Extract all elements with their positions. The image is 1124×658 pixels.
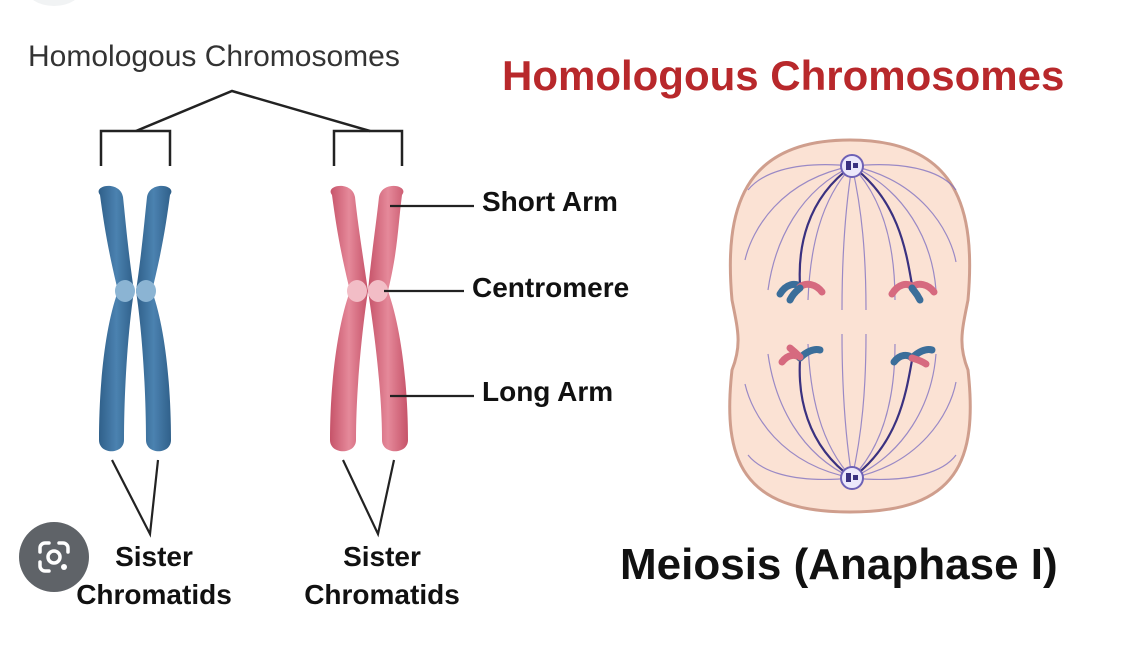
label-centromere: Centromere (472, 272, 630, 303)
google-lens-button[interactable] (19, 522, 89, 592)
pink-chromosome (330, 185, 408, 452)
title-right: Homologous Chromosomes (502, 52, 1065, 99)
homolog-bracket (99, 89, 404, 166)
sister-pointers (111, 459, 396, 538)
spindle-fibers (744, 164, 957, 481)
moving-chromosomes (776, 280, 938, 368)
kinetochore-fibers (798, 165, 914, 479)
sister-right-line1: Sister (343, 541, 421, 572)
sister-left-line2: Chromatids (76, 579, 232, 610)
anaphase-cell (728, 138, 972, 514)
label-sister-chromatids-right: Sister Chromatids (296, 538, 468, 614)
sister-left-line1: Sister (115, 541, 193, 572)
top-corner-shape (26, 0, 82, 6)
centrosomes (840, 154, 864, 490)
blue-chromosome (98, 185, 172, 452)
label-long-arm: Long Arm (482, 376, 614, 407)
caption-meiosis: Meiosis (Anaphase I) (620, 540, 1058, 589)
google-lens-icon (38, 541, 70, 573)
label-short-arm: Short Arm (482, 186, 618, 217)
sister-right-line2: Chromatids (304, 579, 460, 610)
title-left: Homologous Chromosomes (28, 40, 400, 73)
label-pointers (384, 204, 474, 398)
label-sister-chromatids-left: Sister Chromatids (68, 538, 240, 614)
